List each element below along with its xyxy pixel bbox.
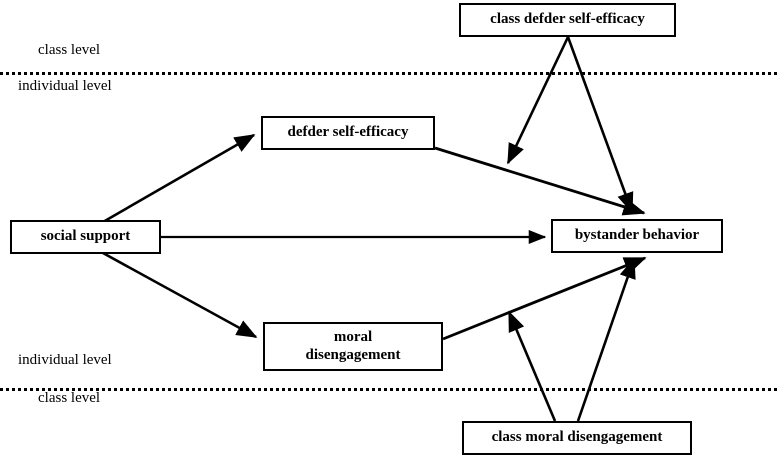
edge-moral-disengagement-to-bystander-behavior [442, 256, 647, 341]
node-moral-disengagement[interactable]: moral disengagement [263, 322, 443, 371]
edge-social-support-to-moral-disengagement [102, 251, 258, 339]
edge-defender-self-efficacy-to-bystander-behavior [434, 146, 646, 216]
node-defender-self-efficacy[interactable]: defder self-efficacy [261, 116, 435, 150]
lower-level-divider [0, 388, 777, 391]
edge-class-moral-disengagement-to-bystander-behavior [576, 257, 636, 422]
edge-social-support-to-defender-self-efficacy [102, 133, 256, 224]
label-individual-level-top: individual level [18, 78, 112, 94]
node-moral-disengagement-line1: moral [333, 329, 373, 346]
node-social-support[interactable]: social support [10, 220, 161, 254]
node-class-defender-self-efficacy[interactable]: class defder self-efficacy [459, 3, 676, 37]
label-class-level-top: class level [38, 42, 101, 58]
label-individual-level-bottom: individual level [18, 352, 112, 368]
edge-class-defender-self-efficacy-to-bystander-behavior [566, 36, 634, 214]
upper-level-divider [0, 72, 777, 75]
node-class-moral-disengagement[interactable]: class moral disengagement [462, 421, 692, 455]
edge-class-defender-self-efficacy-moderation [506, 36, 570, 165]
node-bystander-behavior[interactable]: bystander behavior [551, 219, 723, 253]
edge-class-moral-disengagement-moderation [507, 310, 557, 422]
label-class-level-bottom: class level [38, 390, 101, 406]
node-moral-disengagement-line2: disengagement [305, 346, 401, 363]
